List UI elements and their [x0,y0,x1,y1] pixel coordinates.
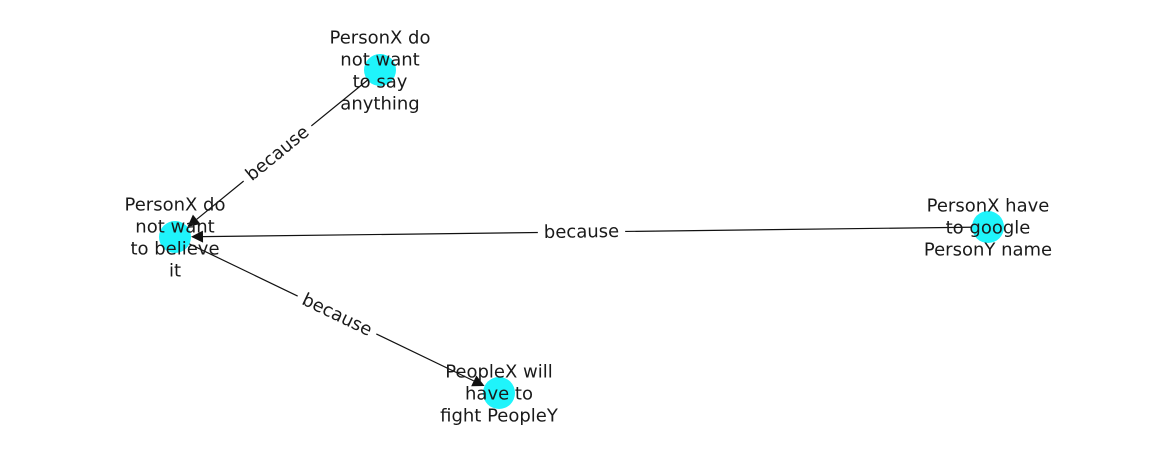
edge-label: because [544,221,620,243]
node-n_google-circle[interactable] [972,211,1004,243]
node-label-line: fight PeopleY [440,405,559,426]
node-label-line: not want [340,49,419,70]
edge-label: because [242,122,314,186]
node-label-line: to say [353,71,408,92]
node-label-line: not want [135,216,214,237]
node-n_fight-circle[interactable] [483,377,515,409]
node-label-line: PersonX do [330,27,431,48]
node-label-line: have to [465,383,533,404]
arrowhead-icon [187,214,201,227]
edge-label-group: because [292,284,382,346]
node-label-line: anything [340,93,419,114]
edge-label-background [235,116,320,191]
edge-label-group: because [235,116,320,191]
node-label-line: PersonX have [927,195,1050,216]
arrowhead-icon [471,375,485,387]
edge-label-background [292,284,382,346]
node-label-line: PersonY name [924,239,1052,260]
node-label-line: to google [946,217,1031,238]
nodes-layer [159,54,1004,409]
node-label-line: PersonX do [125,194,226,215]
arrowhead-icon [190,230,204,243]
node-label-line: to believe [130,238,219,259]
node-label-line: it [169,260,181,281]
edge-label-background [537,218,626,246]
edge-label-group: because [537,218,626,246]
node-label-line: PeopleX will [445,361,553,382]
node-n_say-circle[interactable] [364,54,396,86]
node-n_believe-circle[interactable] [159,221,191,253]
